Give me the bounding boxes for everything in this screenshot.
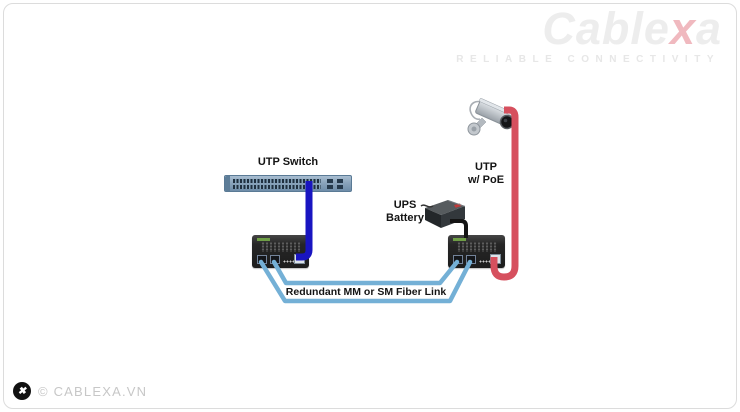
converter-vents xyxy=(261,242,301,252)
ups-battery-icon xyxy=(421,197,469,236)
media-converter-right-icon xyxy=(448,235,505,268)
copyright-text: © CABLEXA.VN xyxy=(38,383,148,399)
rj45-port-icon xyxy=(490,254,501,264)
utp-switch-icon xyxy=(224,175,352,192)
fiber-port-icon xyxy=(257,255,267,264)
fiber-link-label: Redundant MM or SM Fiber Link xyxy=(285,286,447,298)
switch-port-row xyxy=(233,185,321,189)
rj45-port-icon xyxy=(294,254,305,264)
logo-part-2: a xyxy=(695,3,722,54)
fiber-port-icon xyxy=(270,255,280,264)
converter-label-chip xyxy=(257,238,270,241)
converter-vents xyxy=(457,242,497,252)
switch-sfp-ports xyxy=(327,185,343,189)
utp-switch-label: UTP Switch xyxy=(257,156,319,168)
fiber-port-icon xyxy=(453,255,463,264)
brand-logo-text: Cablexa xyxy=(456,6,722,51)
ups-battery-label: UPS Battery xyxy=(386,199,424,225)
brand-tagline: RELIABLE CONNECTIVITY xyxy=(456,54,720,65)
converter-leds xyxy=(479,260,494,263)
utp-poe-label: UTP w/ PoE xyxy=(467,161,505,187)
footer-watermark: ✖ © CABLEXA.VN xyxy=(13,382,147,400)
switch-edge xyxy=(225,176,230,191)
cablexa-mark-icon: ✖ xyxy=(13,382,31,400)
media-converter-left-icon xyxy=(252,235,309,268)
brand-logo: Cablexa RELIABLE CONNECTIVITY xyxy=(456,6,722,65)
security-camera-icon xyxy=(463,94,517,149)
logo-part-x: x xyxy=(669,3,696,54)
logo-part-1: Cable xyxy=(542,3,670,54)
converter-label-chip xyxy=(453,238,466,241)
fiber-port-icon xyxy=(466,255,476,264)
switch-port-row xyxy=(233,179,321,183)
switch-sfp-ports xyxy=(327,179,343,183)
